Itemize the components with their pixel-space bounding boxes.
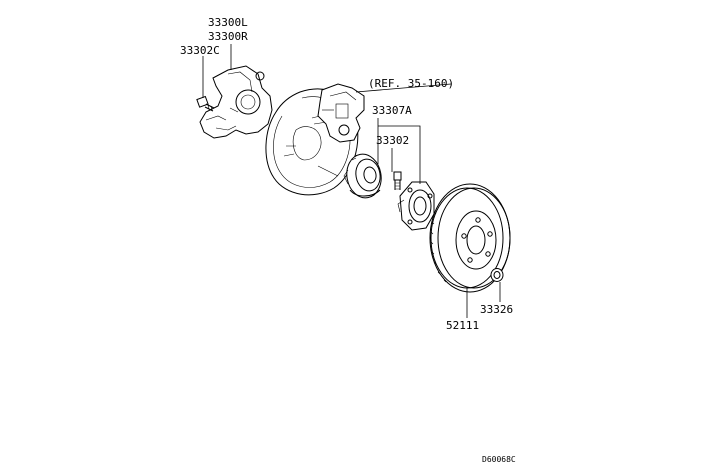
- part-labels: 33300L 33300R 33302C (REF. 35-160) 33307…: [180, 16, 516, 464]
- label-knuckle-left: 33300L: [208, 16, 248, 29]
- leader-lines: [202, 44, 501, 318]
- label-hub-bolt: 33302: [376, 134, 409, 147]
- label-rotor: 52111: [446, 319, 479, 332]
- label-diagram-code: D60068C: [482, 455, 516, 464]
- hub-bearing-icon[interactable]: [343, 151, 384, 200]
- wheel-hub-icon[interactable]: [397, 181, 435, 231]
- label-knuckle-right: 33300R: [208, 30, 248, 43]
- wheel-nut-icon[interactable]: [490, 268, 504, 282]
- label-hub-bearing: 33307A: [372, 104, 412, 117]
- bolt-icon[interactable]: [196, 95, 215, 112]
- steering-knuckle-icon[interactable]: [199, 65, 273, 139]
- label-reference: (REF. 35-160): [368, 77, 454, 90]
- label-nut: 33326: [480, 303, 513, 316]
- brake-rotor-icon[interactable]: [429, 183, 511, 293]
- brake-caliper-icon[interactable]: [317, 83, 365, 143]
- label-bolt: 33302C: [180, 44, 220, 57]
- hub-bolt-icon[interactable]: [393, 171, 402, 190]
